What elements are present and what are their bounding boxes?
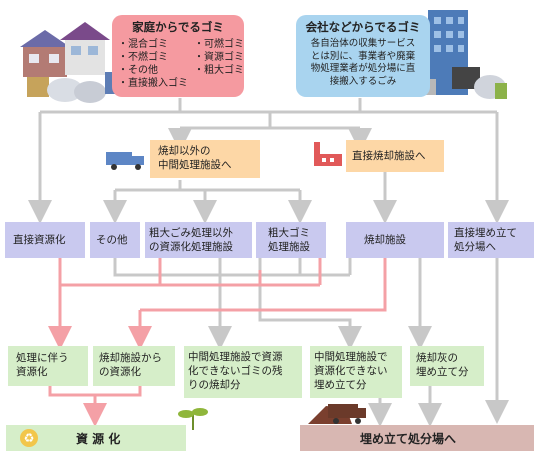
direct-landfill-line1: 直接埋め立て <box>454 227 517 239</box>
direct-burn-box: 直接焼却施設へ <box>346 140 444 172</box>
bullet-item: ・可燃ゴミ <box>194 39 244 50</box>
company-waste-box: 会社などからでるゴミ 各自治体の収集サービス とは別に、事業者や廃棄 物処理業者… <box>296 15 430 97</box>
mid-burn-residue-line1: 中間処理施設で資源 <box>188 351 283 363</box>
incineration-label: 焼却施設 <box>364 234 406 246</box>
direct-landfill-line2: 処分場へ <box>454 241 496 253</box>
mid-facility-line2: 中間処理施設へ <box>158 159 232 171</box>
ash-landfill-line1: 焼却灰の <box>416 352 458 364</box>
process-recycle-line1: 処理に伴う <box>16 352 69 364</box>
non-bulky-recycle-line1: 粗大ごみ処理以外 <box>149 227 233 239</box>
bulky-waste-line1: 粗大ゴミ <box>268 227 310 239</box>
bullet-item: ・その他 <box>118 65 158 76</box>
company-desc-line: 物処理業者が処分場に直 <box>310 63 416 74</box>
mid-burn-residue-box: 中間処理施設で資源 化できないゴミの残 りの焼却分 <box>184 346 302 398</box>
process-recycle-line2: 資源化 <box>16 366 48 378</box>
household-waste-box: 家庭からでるゴミ ・混合ゴミ ・可燃ゴミ ・不燃ゴミ ・資源ゴミ ・その他 ・粗… <box>112 15 244 97</box>
landfill-label: 埋め立て処分場へ <box>360 432 457 446</box>
mid-burn-residue-line3: りの焼却分 <box>188 379 241 391</box>
company-desc-line: とは別に、事業者や廃棄 <box>310 50 416 62</box>
ash-landfill-line2: 埋め立て分 <box>416 366 469 378</box>
bulky-waste-box: 粗大ゴミ 処理施設 <box>256 222 326 258</box>
mid-landfill-box: 中間処理施設で 資源化できない 埋め立て分 <box>310 346 402 398</box>
bullet-item: ・粗大ゴミ <box>194 65 244 76</box>
company-trash-illustration <box>420 10 507 99</box>
ash-landfill-box: 焼却灰の 埋め立て分 <box>410 346 484 386</box>
bullet-item: ・資源ゴミ <box>194 52 244 63</box>
company-desc-line: 各自治体の収集サービス <box>310 38 416 49</box>
others-box: その他 <box>90 222 140 258</box>
bulky-waste-line2: 処理施設 <box>268 241 310 253</box>
bullet-item: ・混合ゴミ <box>118 39 168 50</box>
mid-facility-line1: 焼却以外の <box>158 145 211 157</box>
incineration-box: 焼却施設 <box>346 222 444 258</box>
bullet-item: ・直接搬入ゴミ <box>118 78 188 89</box>
direct-burn-label: 直接焼却施設へ <box>352 150 426 162</box>
landfill-bar: 埋め立て処分場へ <box>300 425 534 451</box>
recycle-icon: ♻ <box>20 429 38 447</box>
household-trash-illustration <box>20 22 117 103</box>
mid-landfill-line3: 埋め立て分 <box>314 379 367 391</box>
mid-landfill-line2: 資源化できない <box>314 365 388 377</box>
non-bulky-recycle-box: 粗大ごみ処理以外 の資源化処理施設 <box>145 222 252 258</box>
sprout-icon <box>178 408 208 430</box>
direct-recycle-box: 直接資源化 <box>5 222 85 258</box>
mid-facility-box: 焼却以外の 中間処理施設へ <box>150 140 260 178</box>
incineration-recycle-line1: 焼却施設から <box>99 352 162 364</box>
non-bulky-recycle-line2: の資源化処理施設 <box>149 241 233 253</box>
incineration-recycle-line2: の資源化 <box>99 366 141 378</box>
incinerator-icon <box>314 142 342 166</box>
recycle-bar: ♻ 資 源 化 <box>6 425 186 451</box>
incineration-recycle-box: 焼却施設から の資源化 <box>93 346 175 386</box>
bullet-item: ・不燃ゴミ <box>118 52 168 63</box>
direct-recycle-label: 直接資源化 <box>13 234 66 246</box>
household-title: 家庭からでるゴミ <box>132 20 224 34</box>
truck-icon <box>106 152 144 170</box>
direct-landfill-box: 直接埋め立て 処分場へ <box>448 222 534 258</box>
dump-truck-icon <box>308 404 366 424</box>
mid-burn-residue-line2: 化できないゴミの残 <box>188 365 283 377</box>
process-recycle-box: 処理に伴う 資源化 <box>8 346 88 386</box>
company-title: 会社などからでるゴミ <box>305 20 421 34</box>
mid-landfill-line1: 中間処理施設で <box>314 351 388 363</box>
recycle-label: 資 源 化 <box>76 432 121 446</box>
company-desc-line: 接搬入するごみ <box>329 75 397 87</box>
others-label: その他 <box>96 234 128 246</box>
